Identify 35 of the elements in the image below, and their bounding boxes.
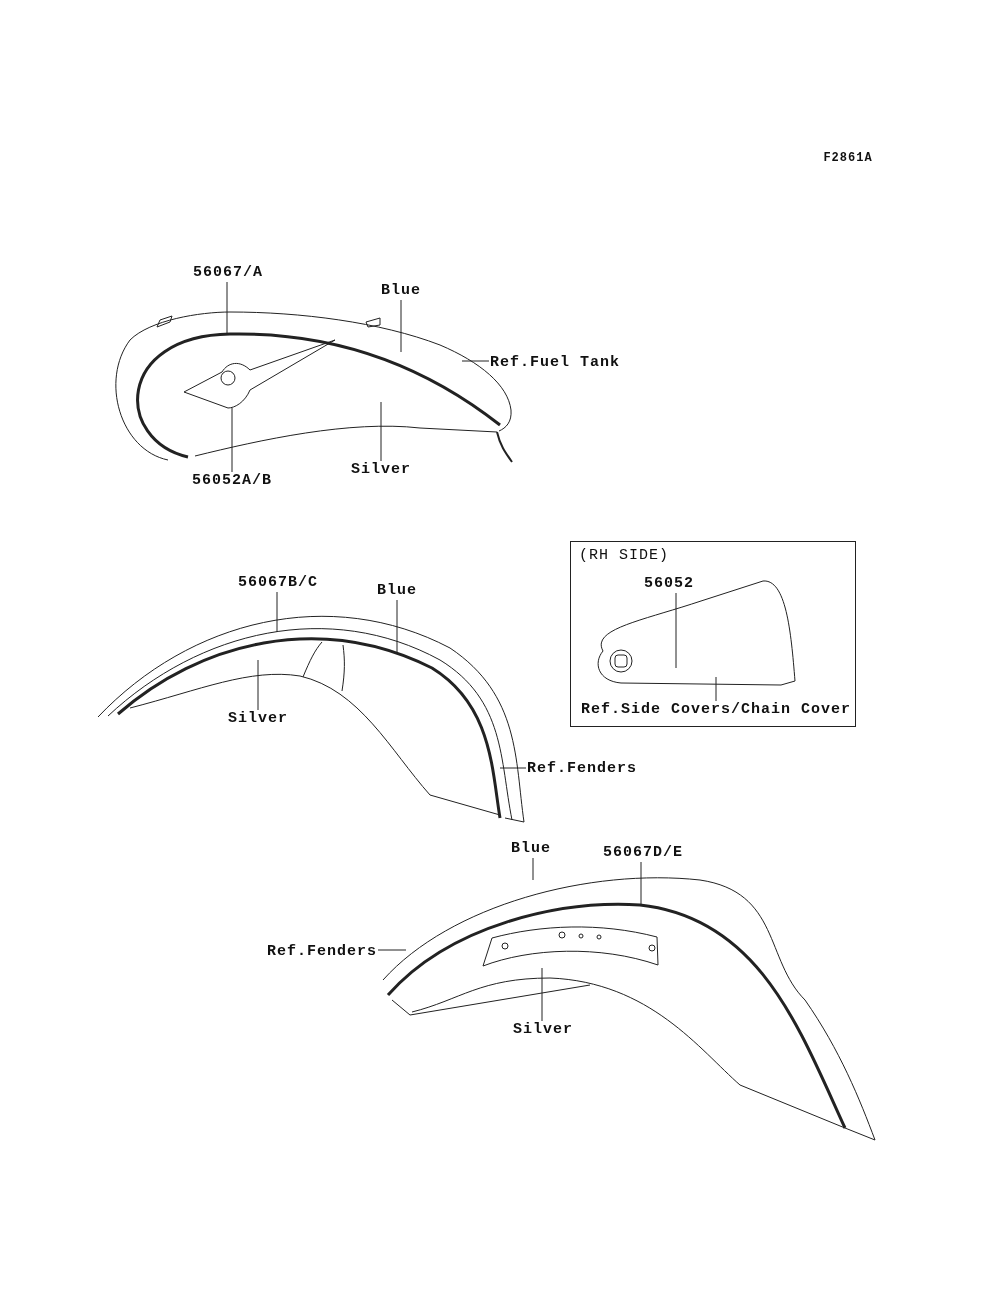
reference-label: Ref.Side Covers/Chain Cover bbox=[581, 702, 852, 718]
part-number: 56052 bbox=[644, 576, 694, 592]
leader-line bbox=[257, 659, 259, 711]
leader-line bbox=[380, 401, 382, 462]
part-number: 56067/A bbox=[193, 265, 263, 281]
leader-line bbox=[675, 592, 677, 669]
figure-code: F2861A bbox=[823, 150, 873, 166]
front-fender-drawing bbox=[97, 615, 525, 823]
reference-label: Ref.Fenders bbox=[267, 944, 377, 960]
part-number: 56067B/C bbox=[238, 575, 318, 591]
leader-line bbox=[640, 861, 642, 905]
part-number: 56067D/E bbox=[603, 845, 683, 861]
color-label: Silver bbox=[228, 711, 288, 727]
part-number: 56052A/B bbox=[192, 473, 272, 489]
color-label: Blue bbox=[381, 283, 421, 299]
color-label: Silver bbox=[351, 462, 411, 478]
leader-line bbox=[715, 676, 717, 702]
panel-heading: (RH SIDE) bbox=[579, 548, 669, 564]
leader-line bbox=[461, 360, 490, 362]
leader-line bbox=[377, 949, 407, 951]
leader-line bbox=[532, 857, 534, 881]
color-label: Silver bbox=[513, 1022, 573, 1038]
leader-line bbox=[226, 281, 228, 334]
leader-line bbox=[396, 599, 398, 653]
leader-line bbox=[541, 967, 543, 1022]
rear-fender-drawing bbox=[382, 877, 876, 1141]
leader-line bbox=[231, 407, 233, 473]
inset-panel bbox=[570, 541, 856, 727]
reference-label: Ref.Fuel Tank bbox=[490, 355, 620, 371]
reference-label: Ref.Fenders bbox=[527, 761, 637, 777]
leader-line bbox=[499, 767, 527, 769]
color-label: Blue bbox=[511, 841, 551, 857]
color-label: Blue bbox=[377, 583, 417, 599]
leader-line bbox=[276, 591, 278, 633]
leader-line bbox=[400, 299, 402, 353]
